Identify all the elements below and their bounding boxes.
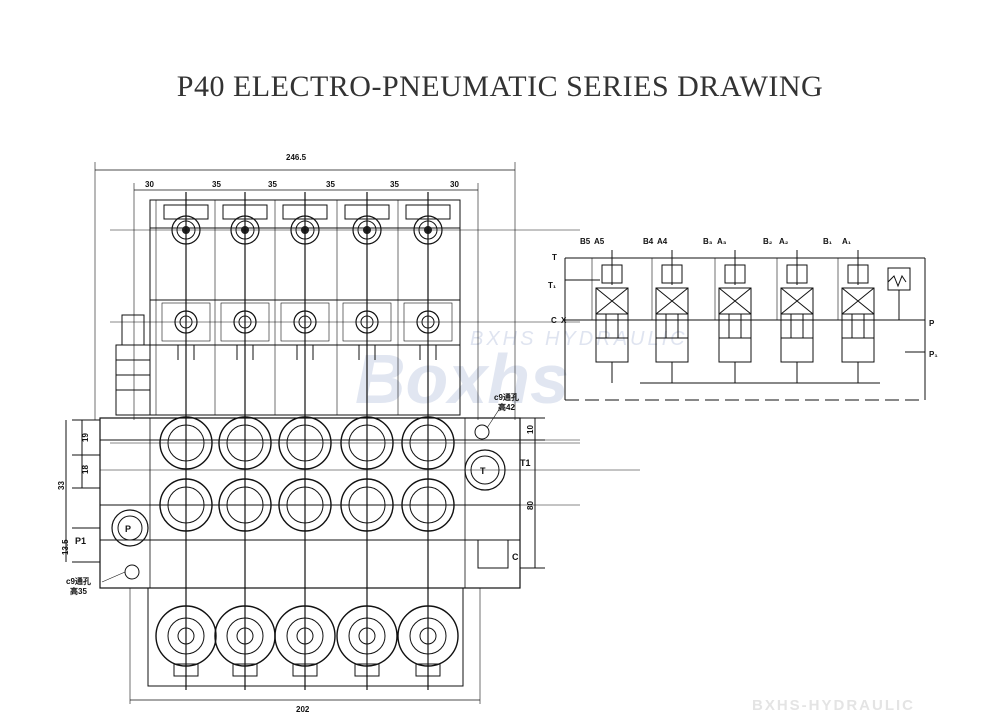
dim-10: 10 [526,425,535,434]
dim-overall-width: 246.5 [286,153,307,162]
schem-label-a4: A4 [657,237,668,246]
dim-bottom-width: 202 [296,705,310,714]
port-t-label: T [480,466,486,476]
port-p1-label: P1 [75,536,86,546]
schem-pilot [661,264,683,284]
dim-19: 19 [81,433,90,442]
dim-33: 33 [57,481,66,490]
schem-cross [780,287,814,315]
schem-box-bot [841,337,875,363]
note-hole-top-1: c9通孔 [494,392,519,402]
pressure-fitting [115,314,151,416]
schem-cross [655,287,689,315]
dim-seg-2: 35 [212,180,221,189]
watermark-corner: BXHS-HYDRAULIC [752,697,915,714]
schem-label-t: T [552,253,557,262]
schem-label-a1: A₁ [842,237,852,246]
schem-pilot [786,264,808,284]
port-t1-label: T1 [520,458,531,468]
watermark-logo: Boxhs [355,340,569,418]
note-hole-bottom-1: c9通孔 [66,576,91,586]
right-dimensions: 10 80 T1 C c9通孔 高42 [486,392,545,569]
schem-box-bot [780,337,814,363]
port-c-label: C [512,552,519,562]
schem-box-bot [718,337,752,363]
schem-label-t1: T₁ [548,281,557,290]
schem-box-mid [718,313,752,339]
schem-pilot [601,264,623,284]
centerlines [110,192,580,690]
dim-seg-1: 30 [145,180,154,189]
note-hole-bottom-2: 高35 [70,586,87,596]
port-p-label: P [125,524,131,534]
schem-label-p1: P₁ [929,350,938,359]
schem-label-b5: B5 [580,237,591,246]
schem-label-b1: B₁ [823,237,833,246]
watermark-subtitle: BXHS HYDRAULIC [470,328,688,350]
dim-seg-4: 35 [326,180,335,189]
schem-label-b4: B4 [643,237,654,246]
schem-label-x: X [561,316,567,325]
schem-pilot [724,264,746,284]
spool-caps: 202 [129,587,481,714]
schem-box-mid [780,313,814,339]
left-dimensions: 19 18 33 13.5 P1 c9通孔 高35 [57,419,126,596]
valve-body: P T [99,416,640,589]
dim-13-5: 13.5 [61,539,70,555]
note-hole-top-2: 高42 [498,402,515,412]
schem-label-b3: B₃ [703,237,713,246]
schem-cross [841,287,875,315]
schem-label-a5: A5 [594,237,605,246]
dim-80: 80 [526,501,535,510]
schem-label-c: C [551,316,557,325]
schem-label-b2: B₂ [763,237,773,246]
schem-cross [718,287,752,315]
schem-label-p: P [929,319,935,328]
hydraulic-schematic: T T₁ C X P P₁ B5 A5 B4 A4 B₃ A₃ B₂ A₂ B₁… [548,237,938,401]
dim-seg-5: 35 [390,180,399,189]
schem-pilot [847,264,869,284]
dim-18: 18 [81,465,90,474]
schem-box-mid [841,313,875,339]
top-dimensions: 246.5 30 35 35 35 35 30 [94,153,516,420]
schem-cross [595,287,629,315]
schem-label-a2: A₂ [779,237,789,246]
page-title: P40 ELECTRO-PNEUMATIC SERIES DRAWING [176,70,824,103]
schem-label-a3: A₃ [717,237,727,246]
dim-seg-3: 35 [268,180,277,189]
dim-seg-6: 30 [450,180,459,189]
